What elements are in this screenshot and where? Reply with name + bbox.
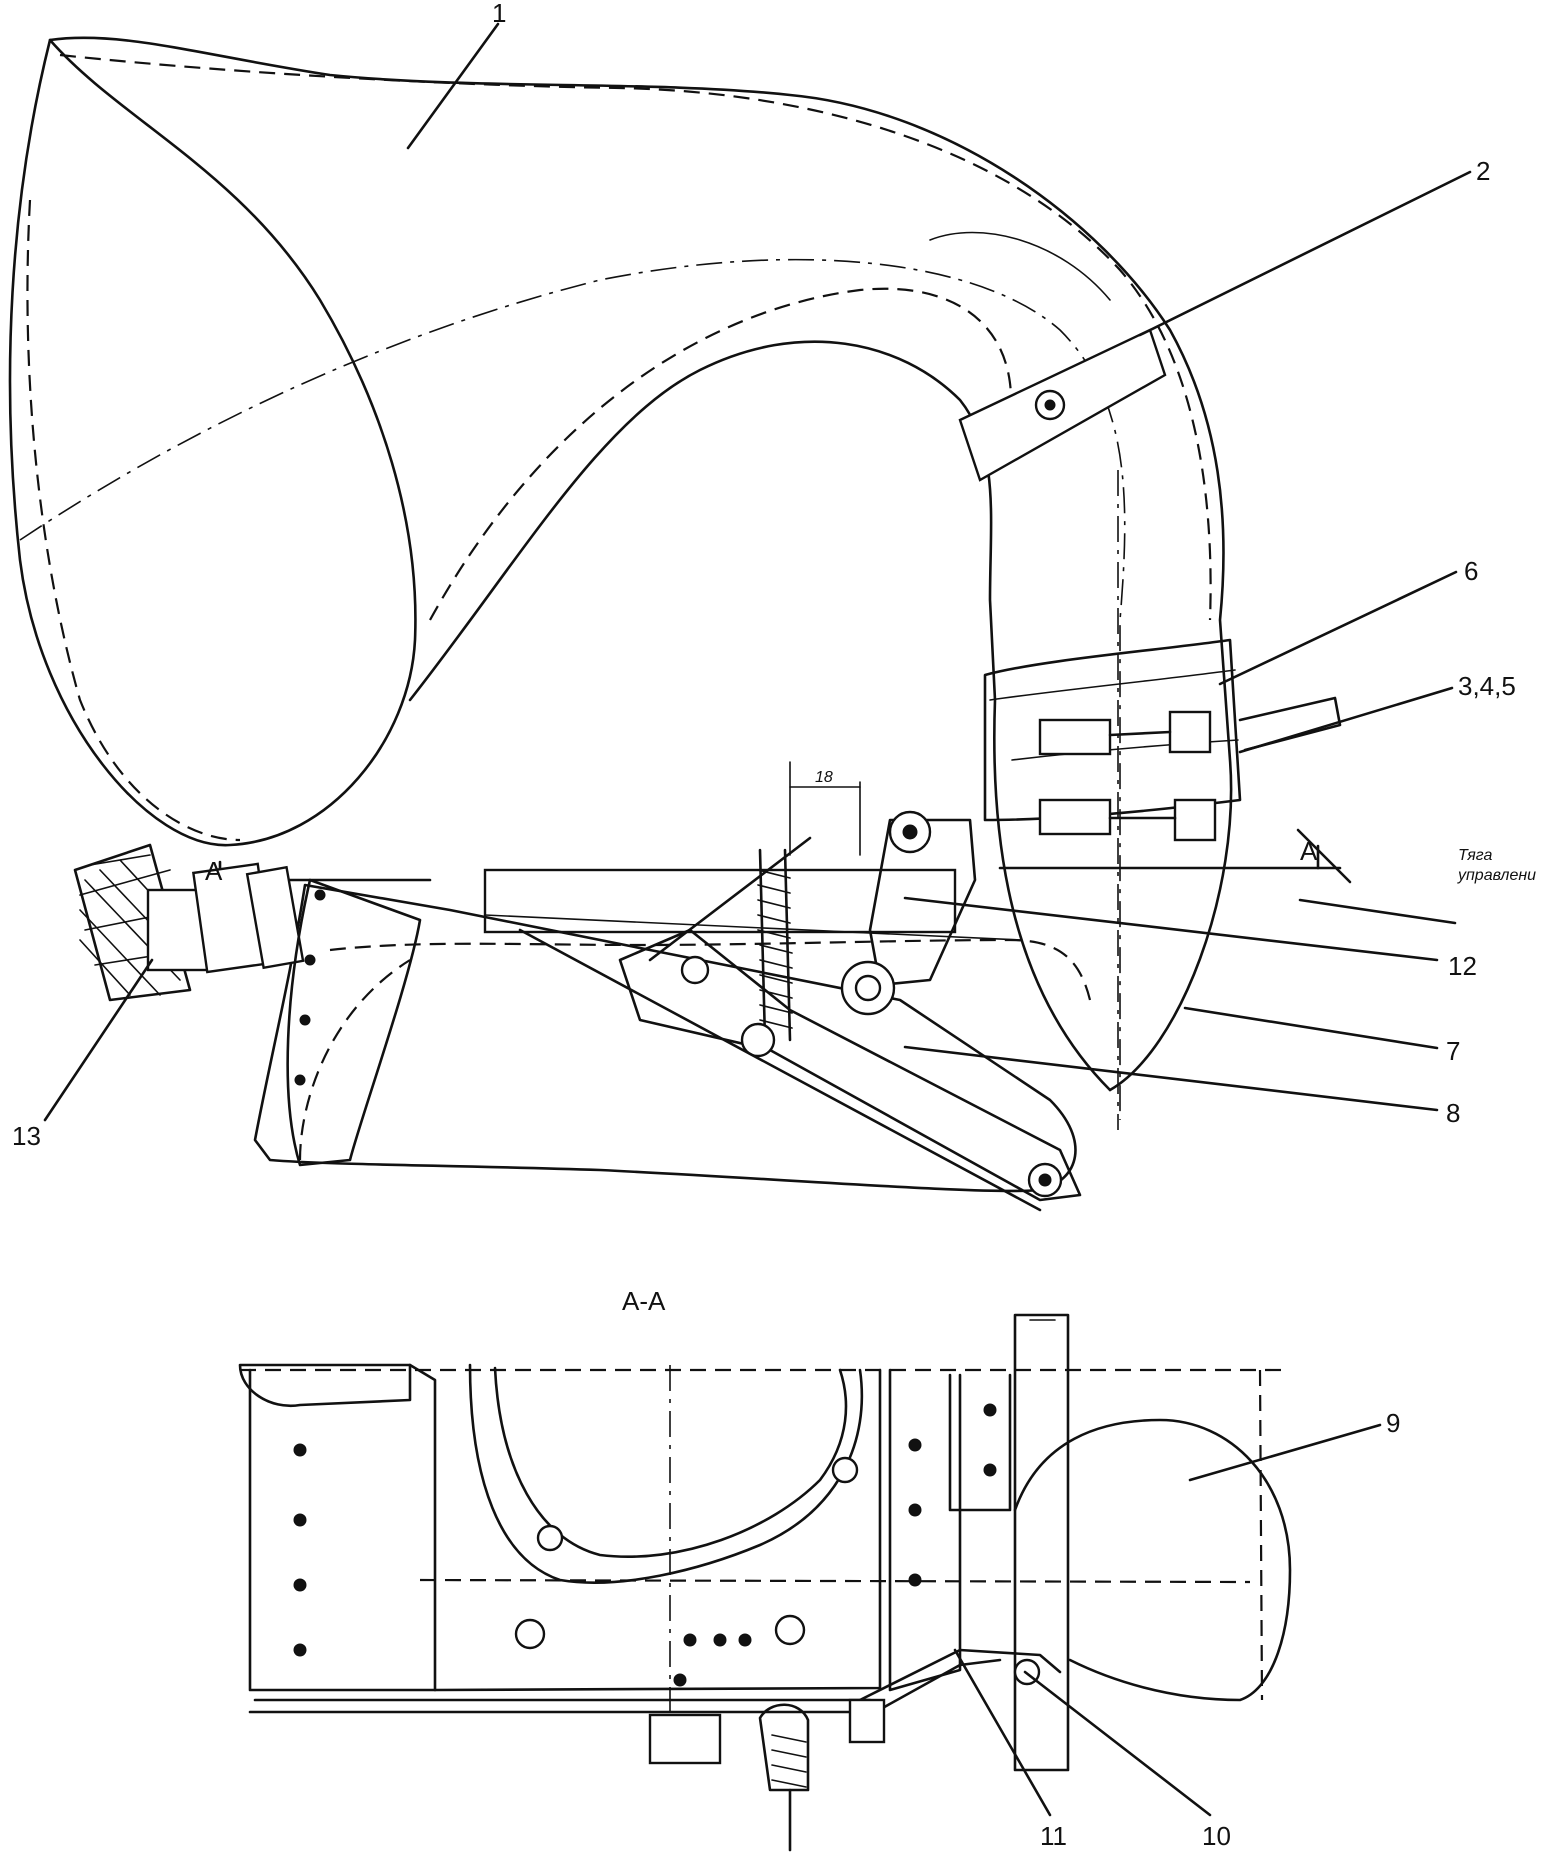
dimension-label: 18: [815, 769, 833, 786]
callout-8: 8: [1446, 1098, 1460, 1128]
lever-12: [868, 818, 977, 987]
leader-8: [903, 1045, 1439, 1112]
clamp-bolt-upper: [1038, 718, 1112, 756]
callout-11: 11: [1040, 1821, 1067, 1851]
base-plate: [483, 868, 957, 934]
section-duct-part-9: [1013, 1418, 1292, 1702]
callout-345: 3,4,5: [1458, 671, 1516, 701]
clamp-bolt-lower: [1038, 798, 1112, 836]
leader-2: [1138, 170, 1472, 337]
strap-clamp: [958, 328, 1167, 482]
clamp-nut-lower: [1173, 798, 1217, 842]
leader-12-ext: [1298, 898, 1457, 925]
note-line-2: управлени: [1457, 867, 1536, 884]
intake-mouth: [8, 38, 417, 847]
linkage-rod: [518, 928, 1042, 1212]
leader-10: [1023, 1670, 1212, 1817]
leader-12: [903, 896, 1439, 962]
hose-fitting: [73, 843, 305, 1002]
duct-inner-contour: [408, 340, 1112, 1092]
leader-7: [1183, 1006, 1439, 1050]
leader-lines: [43, 22, 1472, 1817]
control-rod: [1238, 696, 1342, 752]
note-line-1: Тяга: [1458, 847, 1493, 864]
section-mount-plates: [858, 1648, 1062, 1702]
section-vertical-strap: [1013, 1313, 1070, 1772]
leader-control-rod: [1296, 828, 1352, 884]
tension-spring: [740, 848, 793, 1058]
clamp-nut-upper: [1168, 710, 1212, 754]
frame-body: [253, 883, 1077, 1193]
leader-345: [1238, 686, 1454, 754]
callout-7: 7: [1446, 1036, 1460, 1066]
leader-13: [43, 958, 154, 1122]
pivot-arm: [618, 928, 1082, 1202]
section-mid-hidden: [419, 1578, 1251, 1584]
leader-11: [953, 1648, 1052, 1817]
intake-mouth-hidden: [26, 199, 241, 842]
duct-outer-hidden: [59, 53, 1212, 621]
duct-seam: [929, 231, 1111, 301]
leader-6: [1218, 570, 1458, 686]
duct-inner-hidden: [429, 287, 1013, 621]
callout-12: 12: [1448, 951, 1477, 981]
section-ring-flange: [468, 1363, 864, 1584]
section-a-a-view: [238, 1313, 1292, 1852]
leader-1: [406, 22, 500, 150]
band-clamp: [983, 638, 1242, 842]
callout-13: 13: [12, 1121, 41, 1151]
section-right-bracket: [888, 1368, 962, 1692]
section-mark-left: A: [205, 856, 223, 886]
duct-centerline: [19, 258, 1126, 1120]
callout-1: 1: [492, 0, 506, 28]
section-title: A-A: [622, 1286, 666, 1316]
frame-hidden: [329, 938, 1092, 1001]
callout-6: 6: [1464, 556, 1478, 586]
lower-mechanism: [73, 761, 1342, 1212]
leader-9: [1188, 1423, 1382, 1482]
callout-2: 2: [1476, 156, 1490, 186]
callout-10: 10: [1202, 1821, 1231, 1851]
duct-outer-contour: [48, 36, 1233, 1092]
section-left-housing: [248, 1363, 437, 1692]
callout-9: 9: [1386, 1408, 1400, 1438]
labels: 1 2 6 3,4,5 12 7 8 13 9 11 10 A A A-A Тя…: [12, 0, 1536, 1851]
section-mark-right: A: [1300, 836, 1318, 866]
fitting-bracket: [286, 878, 422, 1167]
